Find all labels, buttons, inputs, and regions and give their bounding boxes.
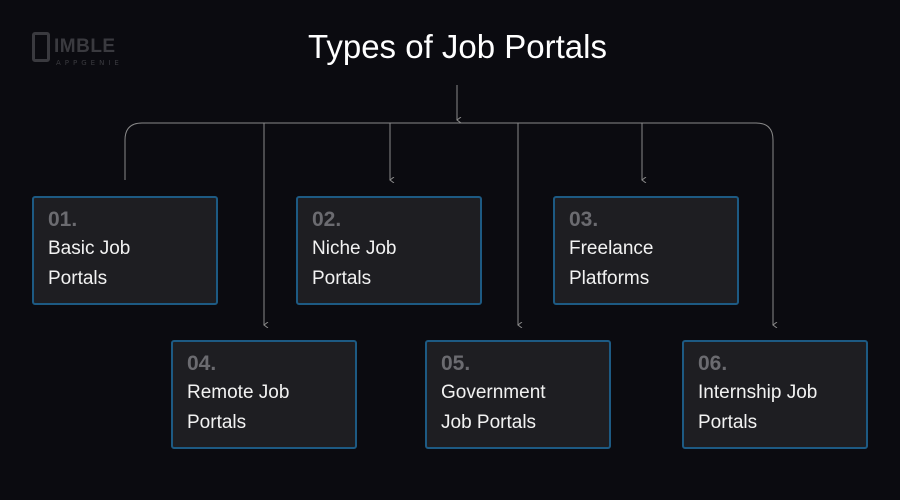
card-label: Freelance Platforms xyxy=(569,238,654,289)
card-label: Basic Job Portals xyxy=(48,238,131,289)
portal-card-04: 04. Remote Job Portals xyxy=(171,340,357,449)
portal-card-03: 03. Freelance Platforms xyxy=(553,196,739,305)
card-number: 05. xyxy=(441,352,471,375)
card-label: Government Job Portals xyxy=(441,382,546,433)
portal-card-06: 06. Internship Job Portals xyxy=(682,340,868,449)
card-label: Internship Job Portals xyxy=(698,382,818,433)
card-number: 06. xyxy=(698,352,728,375)
card-number: 02. xyxy=(312,208,342,231)
card-number: 03. xyxy=(569,208,599,231)
page-title: Types of Job Portals xyxy=(308,28,607,65)
portal-card-01: 01. Basic Job Portals xyxy=(32,196,218,305)
bus-line xyxy=(124,122,773,325)
card-number: 04. xyxy=(187,352,217,375)
card-label: Remote Job Portals xyxy=(187,382,290,433)
card-label: Niche Job Portals xyxy=(312,238,397,289)
logo-mark xyxy=(32,32,50,62)
card-number: 01. xyxy=(48,208,78,231)
portal-card-05: 05. Government Job Portals xyxy=(425,340,611,449)
portal-card-02: 02. Niche Job Portals xyxy=(296,196,482,305)
